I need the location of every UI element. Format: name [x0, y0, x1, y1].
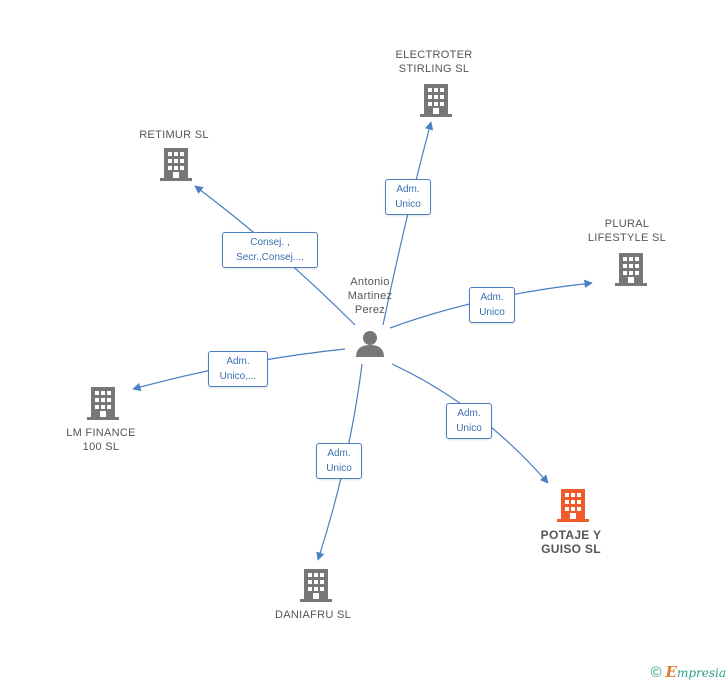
building-icon [615, 253, 647, 286]
building-icon [300, 569, 332, 602]
company-label-electroter[interactable]: ELECTROTER STIRLING SL [395, 49, 473, 75]
edge-electroter [382, 121, 434, 326]
person-icon [356, 331, 384, 357]
building-icon [420, 84, 452, 117]
company-label-lmfinance[interactable]: LM FINANCE 100 SL [66, 427, 136, 453]
role-box-electroter: Adm. Unico [385, 179, 431, 215]
role-box-daniafru: Adm. Unico [316, 443, 362, 479]
role-box-plural: Adm. Unico [469, 287, 515, 323]
company-label-potaje[interactable]: POTAJE Y GUISO SL [540, 528, 602, 556]
company-label-retimur[interactable]: RETIMUR SL [139, 129, 209, 141]
building-icon [557, 489, 589, 522]
company-label-daniafru[interactable]: DANIAFRU SL [274, 609, 352, 621]
building-icon [160, 148, 192, 181]
footer-brand: © Empresia [650, 663, 726, 681]
person-name: Antonio Martinez Perez [347, 276, 393, 316]
role-box-potaje: Adm. Unico [446, 403, 492, 439]
copyright-icon: © [650, 663, 662, 681]
role-box-retimur: Consej. , Secr.,Consej.... [222, 232, 318, 268]
company-label-plural[interactable]: PLURAL LIFESTYLE SL [587, 218, 667, 244]
brand-logo[interactable]: Empresia [665, 663, 727, 681]
building-icon [87, 387, 119, 420]
role-box-lmfinance: Adm. Unico,... [208, 351, 268, 387]
